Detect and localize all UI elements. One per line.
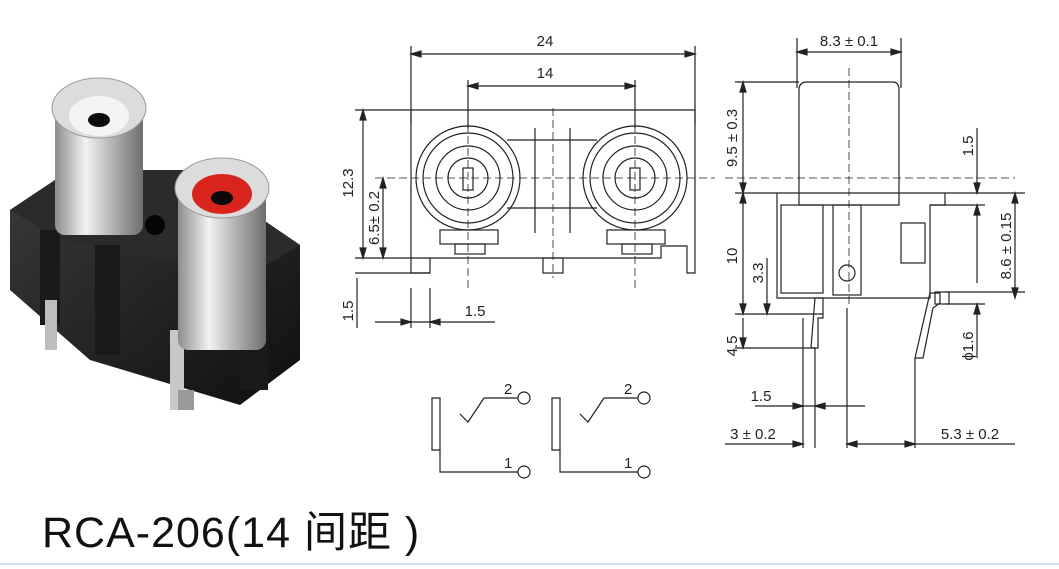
overall-width-label: 24 [537,33,554,50]
body-height-label: 10 [724,248,741,265]
jack-pitch-label: 14 [537,65,554,82]
pin-offset-label: 3 ± 0.2 [730,426,776,443]
pin-label: 1 [624,455,632,472]
metal-pin [178,390,194,410]
pin-length-label: 4.5 [724,336,741,357]
pin-diameter-label: ϕ1.6 [960,331,977,360]
pin-label: 1 [504,455,512,472]
center-height-label: 6.5± 0.2 [366,191,383,245]
metal-pin [45,300,57,350]
rear-offset-label: 5.3 ± 0.2 [941,426,999,443]
height-label: 12.3 [340,168,357,197]
step-height-label: 3.3 [750,263,767,284]
switch-symbol [431,397,441,451]
pin-pitch-label: 1.5 [751,388,772,405]
tab-distance-label: 8.6 ± 0.15 [998,213,1015,280]
mounting-hole [145,215,165,235]
barrel [798,81,900,206]
leg [95,245,120,355]
schematic: 2 1 2 1 [431,381,651,479]
side-view-drawing: 8.3 ± 0.1 9.5 ± 0.3 10 3.3 4.5 1.5 3 ± 0… [724,33,1025,448]
product-title: RCA-206(14 间距 ) [42,509,421,557]
red-jack-hole [211,191,233,205]
bottom-divider [0,563,1059,565]
pin-label: 2 [504,381,512,398]
barrel-diameter-label: 8.3 ± 0.1 [820,33,878,50]
foot-height-label: 1.5 [340,301,357,322]
tab-height-label: 1.5 [960,136,977,157]
product-photo [10,77,300,410]
foot-width-label: 1.5 [465,303,486,320]
barrel-height-label: 9.5 ± 0.3 [724,109,741,167]
pin-label: 2 [624,381,632,398]
red-jack-barrel [178,180,266,350]
front-view-drawing: 24 14 12.3 6.5± 0.2 1.5 1.5 [340,33,715,328]
white-jack-hole [88,113,110,127]
switch-symbol [551,397,561,451]
